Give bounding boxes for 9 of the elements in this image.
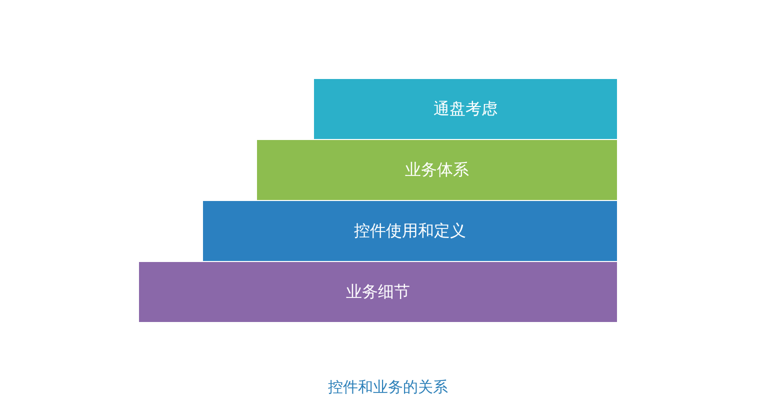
step-bar (314, 79, 617, 139)
step-label: 业务体系 (405, 160, 469, 180)
step-label: 通盘考虑 (434, 98, 498, 120)
step-bar (257, 140, 617, 200)
step-bar (203, 201, 617, 261)
step-label: 业务细节 (346, 282, 410, 302)
step-label: 控件使用和定义 (354, 220, 466, 242)
step-bar (139, 262, 617, 322)
caption: 控件和业务的关系 (327, 378, 449, 397)
